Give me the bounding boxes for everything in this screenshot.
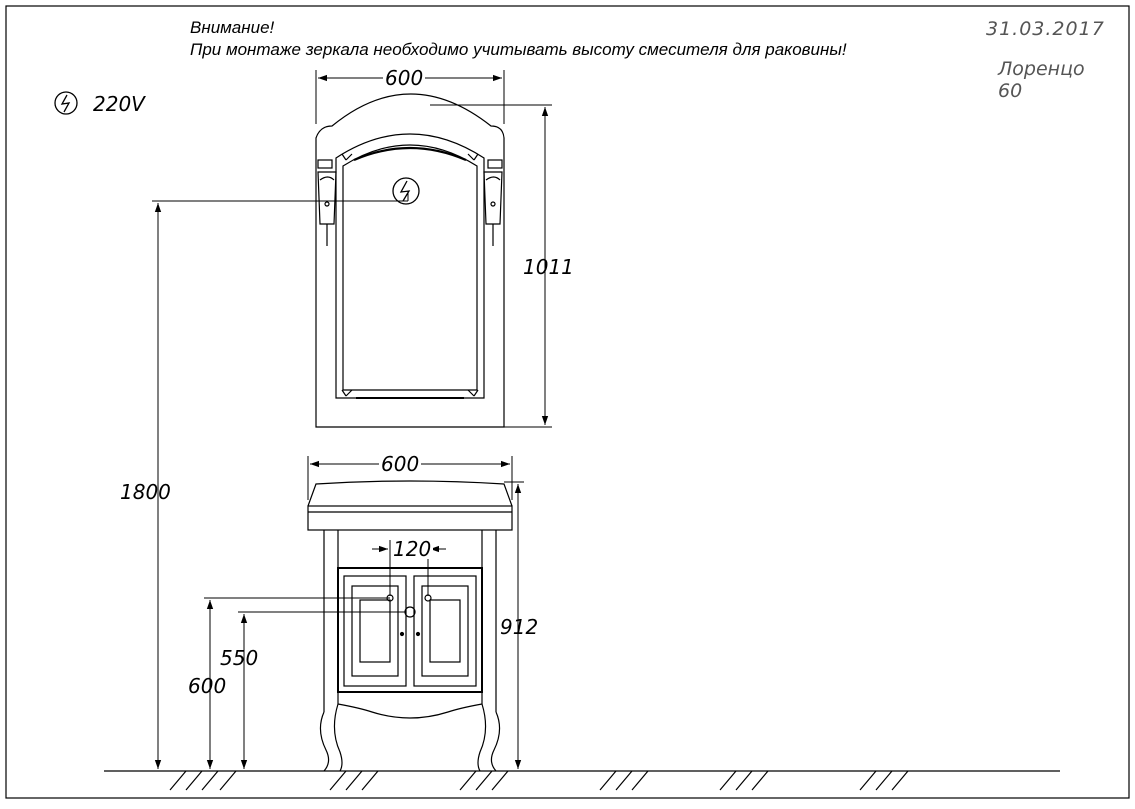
drain-spacing-label: 120 [391,537,434,561]
mirror-width-label: 600 [383,66,426,90]
vanity [307,480,513,772]
total-height-dimension [152,193,409,769]
right-sconce [483,159,503,246]
inlet-height-label: 600 [188,674,227,698]
mirror-outlet-icon [392,177,420,205]
mirror-height-dimension [430,104,552,428]
left-sconce [317,159,337,246]
warning-title: Внимание! [190,18,275,37]
drain-height-label: 550 [220,646,259,670]
inlet-height-dimension [204,597,390,769]
floor [104,770,1060,791]
vanity-height-dimension [504,481,524,769]
electrical-outlet-icon [54,91,78,115]
vanity-height-label: 912 [500,615,539,639]
power-label: 220V [93,92,145,116]
model-size: 60 [998,80,1023,102]
drawing-frame [5,5,1130,799]
mirror [315,93,505,428]
warning-text: При монтаже зеркала необходимо учитывать… [190,40,847,59]
plumbing-points [386,594,432,618]
vanity-width-label: 600 [379,452,422,476]
drawing-date: 31.03.2017 [986,18,1105,40]
drain-height-dimension [238,611,405,769]
total-height-label: 1800 [120,480,171,504]
mirror-height-label: 1011 [523,255,574,279]
model-name: Лоренцо [998,58,1085,80]
